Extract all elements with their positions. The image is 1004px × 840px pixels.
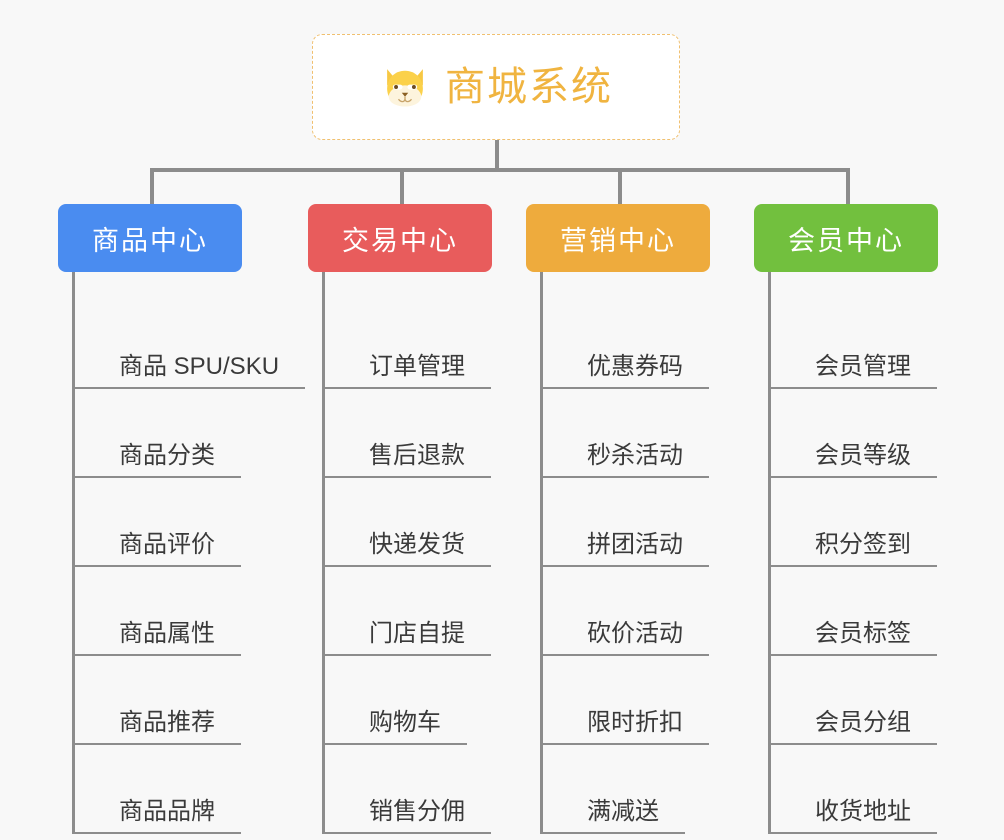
list-item[interactable]: 商品推荐 [75, 656, 305, 745]
leaf-label: 商品分类 [119, 442, 215, 470]
shiba-dog-face-icon [387, 69, 423, 107]
branch-spine-member-center: 会员管理 会员等级 积分签到 会员标签 会员分组 收货地址 [768, 272, 938, 834]
branch-label: 营销中心 [560, 225, 676, 256]
leaf-label: 商品推荐 [119, 709, 215, 737]
connector-drop-trade-center [400, 168, 404, 204]
leaf-label: 快递发货 [369, 531, 465, 559]
leaf-label: 商品属性 [119, 620, 215, 648]
branch-marketing-center: 营销中心 优惠券码 秒杀活动 拼团活动 砍价活动 限时折扣 满减送 [526, 204, 710, 834]
root-node[interactable]: 商城系统 [312, 34, 680, 140]
leaf-label: 会员管理 [815, 353, 911, 381]
connector-drop-member-center [846, 168, 850, 204]
list-item[interactable]: 门店自提 [325, 567, 492, 656]
list-item[interactable]: 销售分佣 [325, 745, 492, 834]
list-item[interactable]: 会员管理 [771, 300, 938, 389]
list-item[interactable]: 商品属性 [75, 567, 305, 656]
list-item[interactable]: 商品 SPU/SKU [75, 300, 306, 389]
list-item[interactable]: 拼团活动 [543, 478, 710, 567]
connector-drop-product-center [150, 168, 154, 204]
leaf-label: 积分签到 [815, 531, 911, 559]
list-item[interactable]: 砍价活动 [543, 567, 710, 656]
branch-label: 交易中心 [342, 225, 458, 256]
branch-spine-marketing-center: 优惠券码 秒杀活动 拼团活动 砍价活动 限时折扣 满减送 [540, 272, 710, 834]
branch-spine-product-center: 商品 SPU/SKU 商品分类 商品评价 商品属性 商品推荐 商品品牌 [72, 272, 306, 834]
branch-spine-trade-center: 订单管理 售后退款 快递发货 门店自提 购物车 销售分佣 [322, 272, 492, 834]
branch-member-center: 会员中心 会员管理 会员等级 积分签到 会员标签 会员分组 收货地址 [754, 204, 938, 834]
branch-product-center: 商品中心 商品 SPU/SKU 商品分类 商品评价 商品属性 商品推荐 商品品牌 [58, 204, 306, 834]
leaf-label: 售后退款 [369, 442, 465, 470]
connector-horizontal-bus [150, 168, 850, 172]
leaf-label: 门店自提 [369, 620, 465, 648]
leaf-label: 商品评价 [119, 531, 215, 559]
list-item[interactable]: 商品评价 [75, 478, 305, 567]
leaf-label: 商品品牌 [119, 798, 215, 826]
leaf-label: 限时折扣 [587, 709, 683, 737]
branch-header-product-center[interactable]: 商品中心 [58, 204, 242, 272]
list-item[interactable]: 秒杀活动 [543, 389, 710, 478]
leaf-label: 收货地址 [815, 798, 911, 826]
list-item[interactable]: 收货地址 [771, 745, 938, 834]
list-item[interactable]: 快递发货 [325, 478, 492, 567]
leaf-label: 会员标签 [815, 620, 911, 648]
branch-header-marketing-center[interactable]: 营销中心 [526, 204, 710, 272]
list-item[interactable]: 会员分组 [771, 656, 938, 745]
leaf-label: 拼团活动 [587, 531, 683, 559]
list-item[interactable]: 满减送 [543, 745, 710, 834]
connector-drop-marketing-center [618, 168, 622, 204]
list-item[interactable]: 会员等级 [771, 389, 938, 478]
list-item[interactable]: 积分签到 [771, 478, 938, 567]
branch-label: 会员中心 [788, 225, 904, 256]
branch-label: 商品中心 [92, 225, 208, 256]
list-item[interactable]: 会员标签 [771, 567, 938, 656]
connector-root-stub [495, 140, 499, 171]
list-item[interactable]: 售后退款 [325, 389, 492, 478]
leaf-label: 商品 SPU/SKU [119, 353, 280, 381]
branch-header-member-center[interactable]: 会员中心 [754, 204, 938, 272]
leaf-label: 销售分佣 [369, 798, 465, 826]
list-item[interactable]: 商品品牌 [75, 745, 305, 834]
leaf-label: 优惠券码 [587, 353, 683, 381]
leaf-label: 满减送 [587, 798, 659, 826]
branch-header-trade-center[interactable]: 交易中心 [308, 204, 492, 272]
branch-trade-center: 交易中心 订单管理 售后退款 快递发货 门店自提 购物车 销售分佣 [308, 204, 492, 834]
list-item[interactable]: 订单管理 [325, 300, 492, 389]
list-item[interactable]: 商品分类 [75, 389, 305, 478]
leaf-label: 秒杀活动 [587, 442, 683, 470]
leaf-label: 购物车 [369, 709, 441, 737]
list-item[interactable]: 优惠券码 [543, 300, 710, 389]
leaf-label: 订单管理 [369, 353, 465, 381]
root-title: 商城系统 [445, 65, 613, 109]
leaf-label: 会员分组 [815, 709, 911, 737]
leaf-label: 会员等级 [815, 442, 911, 470]
list-item[interactable]: 限时折扣 [543, 656, 710, 745]
list-item[interactable]: 购物车 [325, 656, 492, 745]
leaf-label: 砍价活动 [587, 620, 683, 648]
